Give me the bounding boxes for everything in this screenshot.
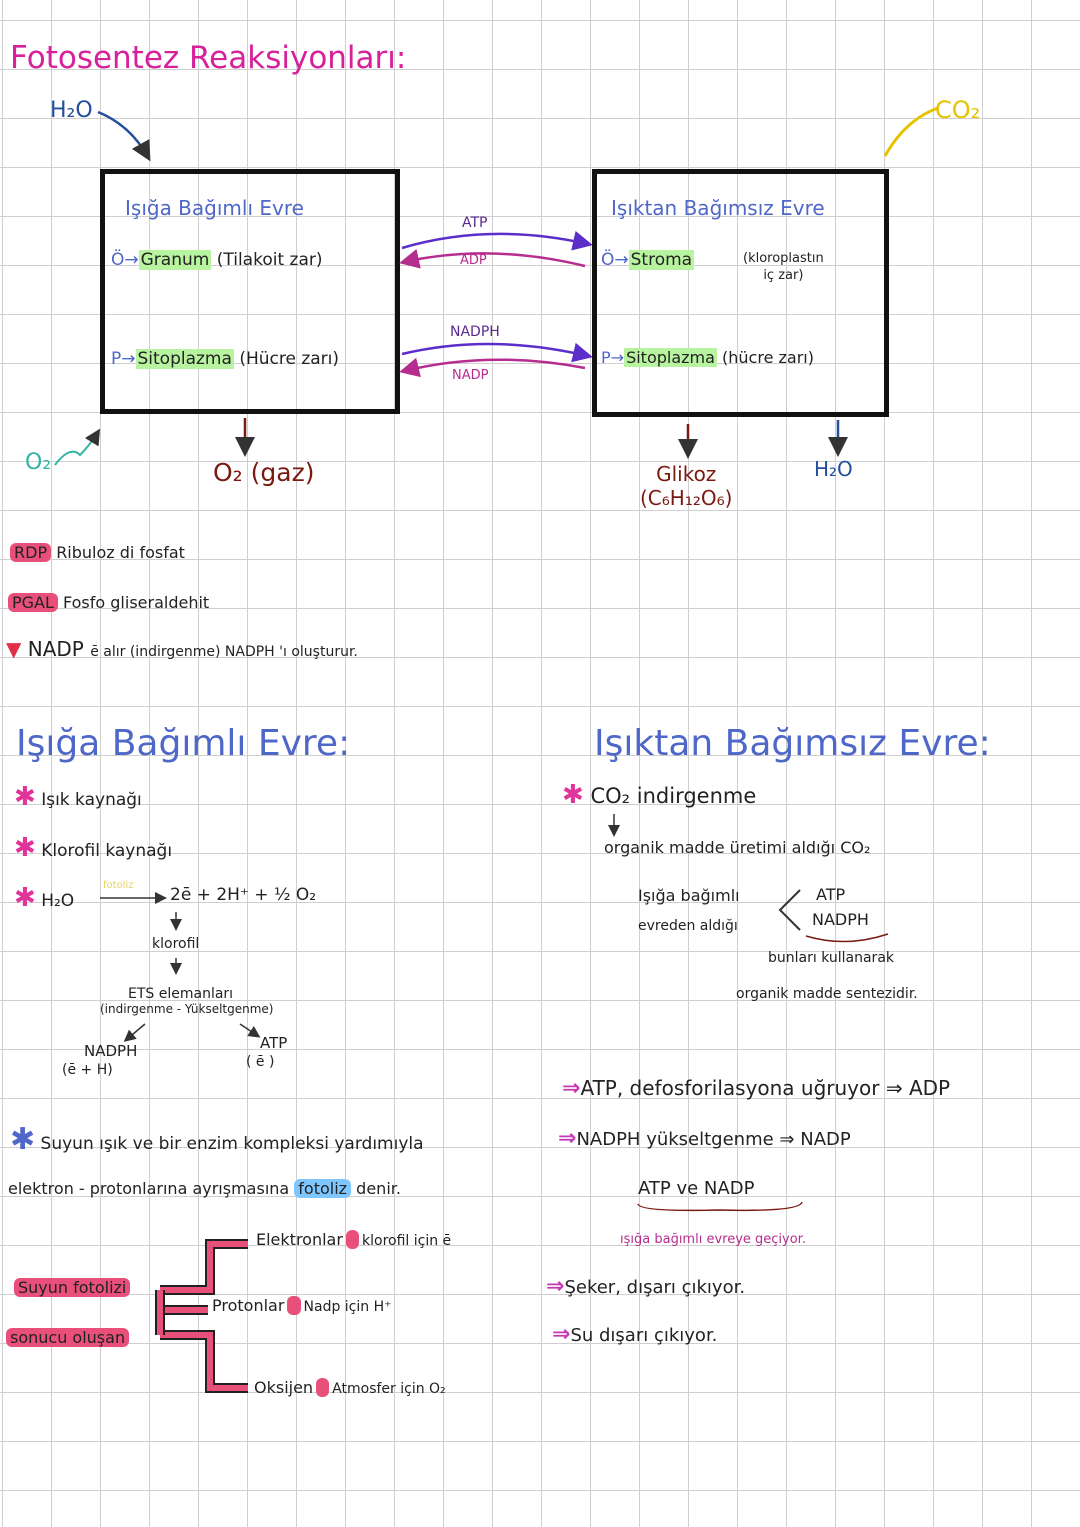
dark-water-out: ⇒Su dışarı çıkıyor.: [552, 1322, 718, 1347]
atp-arrow: [401, 230, 593, 251]
fotoliz-definition-line-2: elektron - protonlarına ayrışmasına foto…: [8, 1179, 401, 1198]
dark-atp: ATP: [816, 885, 846, 904]
output-oxygen: O₂ (gaz): [213, 458, 315, 487]
dark-phase-box: Işıktan Bağımsız Evre Ö→Stroma (kloropla…: [592, 169, 889, 417]
nadph-arrow: [401, 342, 593, 363]
dark-sugar-out: ⇒Şeker, dışarı çıkıyor.: [546, 1274, 746, 1299]
light-phase-box-title: Işığa Bağımlı Evre: [125, 196, 304, 220]
dark-phase-organelle-note: (kloroplastın iç zar): [743, 251, 824, 283]
star-icon: ✱: [14, 883, 36, 913]
fotoliz-definition-line-1: ✱ Suyun ışık ve bir enzim kompleksi yard…: [10, 1122, 424, 1157]
water-input-label: H₂O: [50, 98, 93, 123]
dark-arrow-atp: ⇒ATP, defosforilasyona uğruyor ⇒ ADP: [562, 1076, 951, 1101]
exclamation-icon: ▼: [6, 637, 22, 661]
dark-arrow-nadph: ⇒NADPH yükseltgenme ⇒ NADP: [558, 1126, 851, 1151]
dark-use-2: organik madde sentezidir.: [736, 986, 918, 1002]
dark-phase-organelle: Ö→Stroma: [601, 250, 695, 270]
dark-phase-box-title: Işıktan Bağımsız Evre: [611, 196, 825, 220]
reaction-step-chlorophyll: klorofil: [152, 936, 200, 952]
exchange-nadp: NADP: [452, 368, 489, 383]
nadp-arrow: [399, 357, 586, 378]
dark-use-1: bunları kullanarak: [768, 950, 894, 966]
dark-phase-section-title: Işıktan Bağımsız Evre:: [594, 723, 991, 764]
product-atp: ATP: [260, 1034, 288, 1052]
light-item-1: ✱ Işık kaynağı: [14, 782, 142, 812]
dark-item-co2: ✱ CO₂ indirgenme: [562, 780, 757, 810]
dark-from-2: evreden aldığı: [638, 918, 738, 934]
product-nadph: NADPH: [84, 1042, 138, 1060]
light-item-2: ✱ Klorofil kaynağı: [14, 833, 173, 863]
product-nadph-note: (ē + H): [62, 1062, 113, 1078]
dark-atp-nadp: ATP ve NADP: [638, 1178, 755, 1199]
branch-protons: Protonlar Nadp için H⁺: [212, 1296, 392, 1315]
adp-arrow: [399, 249, 586, 269]
page-title: Fotosentez Reaksiyonları:: [10, 40, 407, 76]
nadp-note: ▼ NADP ē alır (indirgenme) NADPH 'ı oluş…: [6, 637, 358, 661]
light-reaction: ✱ H₂O: [14, 883, 75, 913]
definition-pgal: PGAL Fosfo gliseraldehit: [8, 593, 209, 612]
branch-oxygen: Oksijen Atmosfer için O₂: [254, 1378, 446, 1397]
light-phase-section-title: Işığa Bağımlı Evre:: [16, 723, 351, 764]
oxygen-side-label: O₂: [25, 450, 52, 475]
reaction-step-redox: (indirgenme - Yükseltgenme): [100, 1002, 274, 1016]
star-icon: ✱: [10, 1122, 36, 1157]
dark-goes-back: ışığa bağımlı evreye geçiyor.: [620, 1232, 806, 1247]
light-phase-organelle: Ö→Granum (Tilakoit zar): [111, 250, 323, 270]
star-icon: ✱: [14, 833, 36, 863]
dark-line-organic: organik madde üretimi aldığı CO₂: [604, 838, 871, 857]
water-in-arrow: [97, 110, 151, 162]
exchange-atp: ATP: [462, 215, 488, 231]
branch-electrons: Elektronlar klorofil için ē: [256, 1230, 452, 1249]
tree-label-2: sonucu oluşan: [6, 1328, 130, 1347]
dark-nadph: NADPH: [812, 910, 869, 929]
light-phase-prokaryote: P→Sitoplazma (Hücre zarı): [111, 349, 340, 369]
dark-phase-prokaryote: P→Sitoplazma (hücre zarı): [601, 348, 814, 367]
definition-rdp: RDP Ribuloz di fosfat: [10, 543, 185, 562]
oxygen-out-arrow: [54, 428, 101, 466]
product-atp-note: ( ē ): [246, 1054, 275, 1070]
co2-in-arrow: [883, 106, 939, 157]
tree-label-1: Suyun fotolizi: [14, 1278, 131, 1297]
output-water: H₂O: [814, 457, 853, 481]
co2-input-label: CO₂: [935, 96, 981, 124]
exchange-nadph: NADPH: [450, 324, 500, 340]
light-phase-box: Işığa Bağımlı Evre Ö→Granum (Tilakoit za…: [100, 169, 400, 414]
star-icon: ✱: [14, 782, 36, 812]
dark-from-1: Işığa bağımlı: [638, 886, 740, 905]
reaction-arrow-label: fotoliz: [103, 880, 134, 891]
star-icon: ✱: [562, 780, 584, 810]
reaction-products: 2ē + 2H⁺ + ½ O₂: [170, 885, 317, 905]
exchange-adp: ADP: [460, 253, 487, 268]
reaction-step-ets: ETS elemanları: [128, 986, 234, 1002]
output-glucose: Glikoz (C₆H₁₂O₆): [640, 462, 733, 510]
